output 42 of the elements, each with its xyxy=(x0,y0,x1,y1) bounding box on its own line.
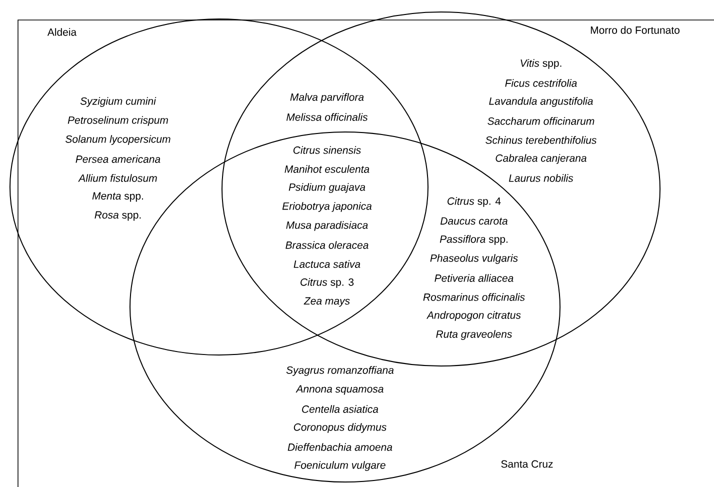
species-name: Eriobotrya japonica xyxy=(282,202,372,212)
species-name: Melissa officinalis xyxy=(286,113,368,121)
species-name: Rosmarinus officinalis xyxy=(423,293,525,301)
species-name: Ficus cestrifolia xyxy=(505,79,577,87)
species-name: Citrus sp. 4 xyxy=(448,197,501,207)
set-label: Santa Cruz xyxy=(501,460,553,468)
species-name: Solanum lycopersicum xyxy=(65,135,170,145)
species-name: Passiflora spp. xyxy=(440,235,508,245)
species-name: Persea americana xyxy=(76,155,160,163)
species-name: Menta spp. xyxy=(92,192,144,202)
species-name: Syagrus romanzoffiana xyxy=(286,366,394,376)
species-name: Petiveria alliacea xyxy=(434,274,514,282)
species-name: Malva parviflora xyxy=(290,93,364,103)
species-name: Coronopus didymus xyxy=(294,423,386,433)
species-name: Lactuca sativa xyxy=(294,260,360,268)
species-name: Cabralea canjerana xyxy=(496,154,586,164)
species-name: Petroselinum crispum xyxy=(68,116,168,126)
species-name: Syzigium cumini xyxy=(80,97,156,107)
species-name: Citrus sp. 3 xyxy=(300,278,354,288)
species-name: Zea mays xyxy=(304,297,350,307)
species-name: Lavandula angustifolia xyxy=(489,97,593,107)
species-name: Vitis spp. xyxy=(520,59,562,69)
species-name: Foeniculum vulgare xyxy=(294,461,386,471)
species-name: Andropogon citratus xyxy=(426,311,521,321)
species-name: Schinus terebenthifolius xyxy=(486,136,596,144)
species-name: Centella asiatica xyxy=(302,405,378,413)
species-name: Dieffenbachia amoena xyxy=(288,443,392,451)
set-label: Aldeia xyxy=(47,28,77,36)
species-name: Phaseolus vulgaris xyxy=(430,254,518,264)
species-name: Rosa spp. xyxy=(94,211,141,221)
species-name: Musa paradisiaca xyxy=(286,221,368,231)
species-name: Allium fistulosum xyxy=(78,174,157,182)
species-name: Daucus carota xyxy=(440,217,508,225)
species-name: Psidium guajava xyxy=(288,183,366,193)
species-name: Manihot esculenta xyxy=(284,165,370,173)
species-name: Annona squamosa xyxy=(296,385,384,395)
set-label: Morro do Fortunato xyxy=(590,26,680,34)
species-name: Brassica oleracea xyxy=(286,241,368,249)
species-name: Ruta graveolens xyxy=(436,330,512,340)
species-name: Laurus nobilis xyxy=(508,174,574,182)
species-name: Citrus sinensis xyxy=(293,146,361,154)
species-name: Saccharum officinarum xyxy=(488,117,594,125)
